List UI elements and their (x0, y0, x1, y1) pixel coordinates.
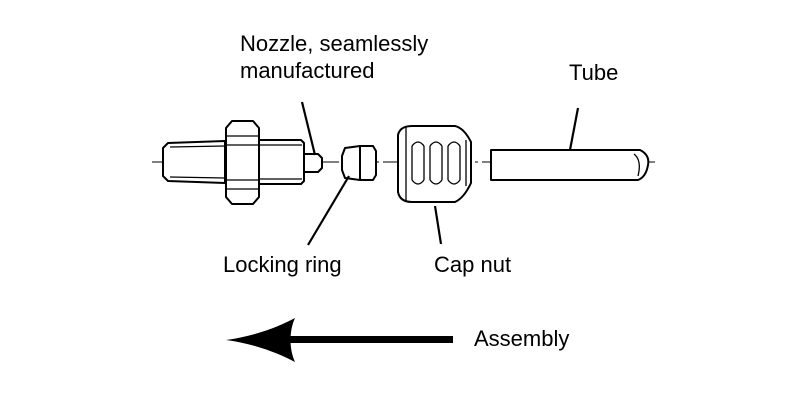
nozzle-label: Nozzle, seamlessly manufactured (240, 30, 428, 84)
assembly-label: Assembly (474, 326, 570, 351)
cap-nut-leader-line (433, 205, 443, 245)
locking-ring (341, 145, 377, 181)
locking-ring-leader-line (307, 175, 350, 246)
nozzle-label-line1: Nozzle, seamlessly (240, 31, 429, 56)
assembly-arrow (226, 318, 453, 362)
tube-label: Tube (569, 60, 619, 85)
nozzle-leader-line (300, 101, 317, 156)
nozzle-label-line2: manufactured (240, 58, 375, 83)
tube (490, 149, 650, 181)
cap-nut-label: Cap nut (434, 252, 512, 277)
locking-ring-label: Locking ring (223, 252, 342, 277)
cap-nut (397, 125, 472, 203)
tube-leader-line (568, 107, 580, 151)
connector-body (162, 120, 323, 205)
